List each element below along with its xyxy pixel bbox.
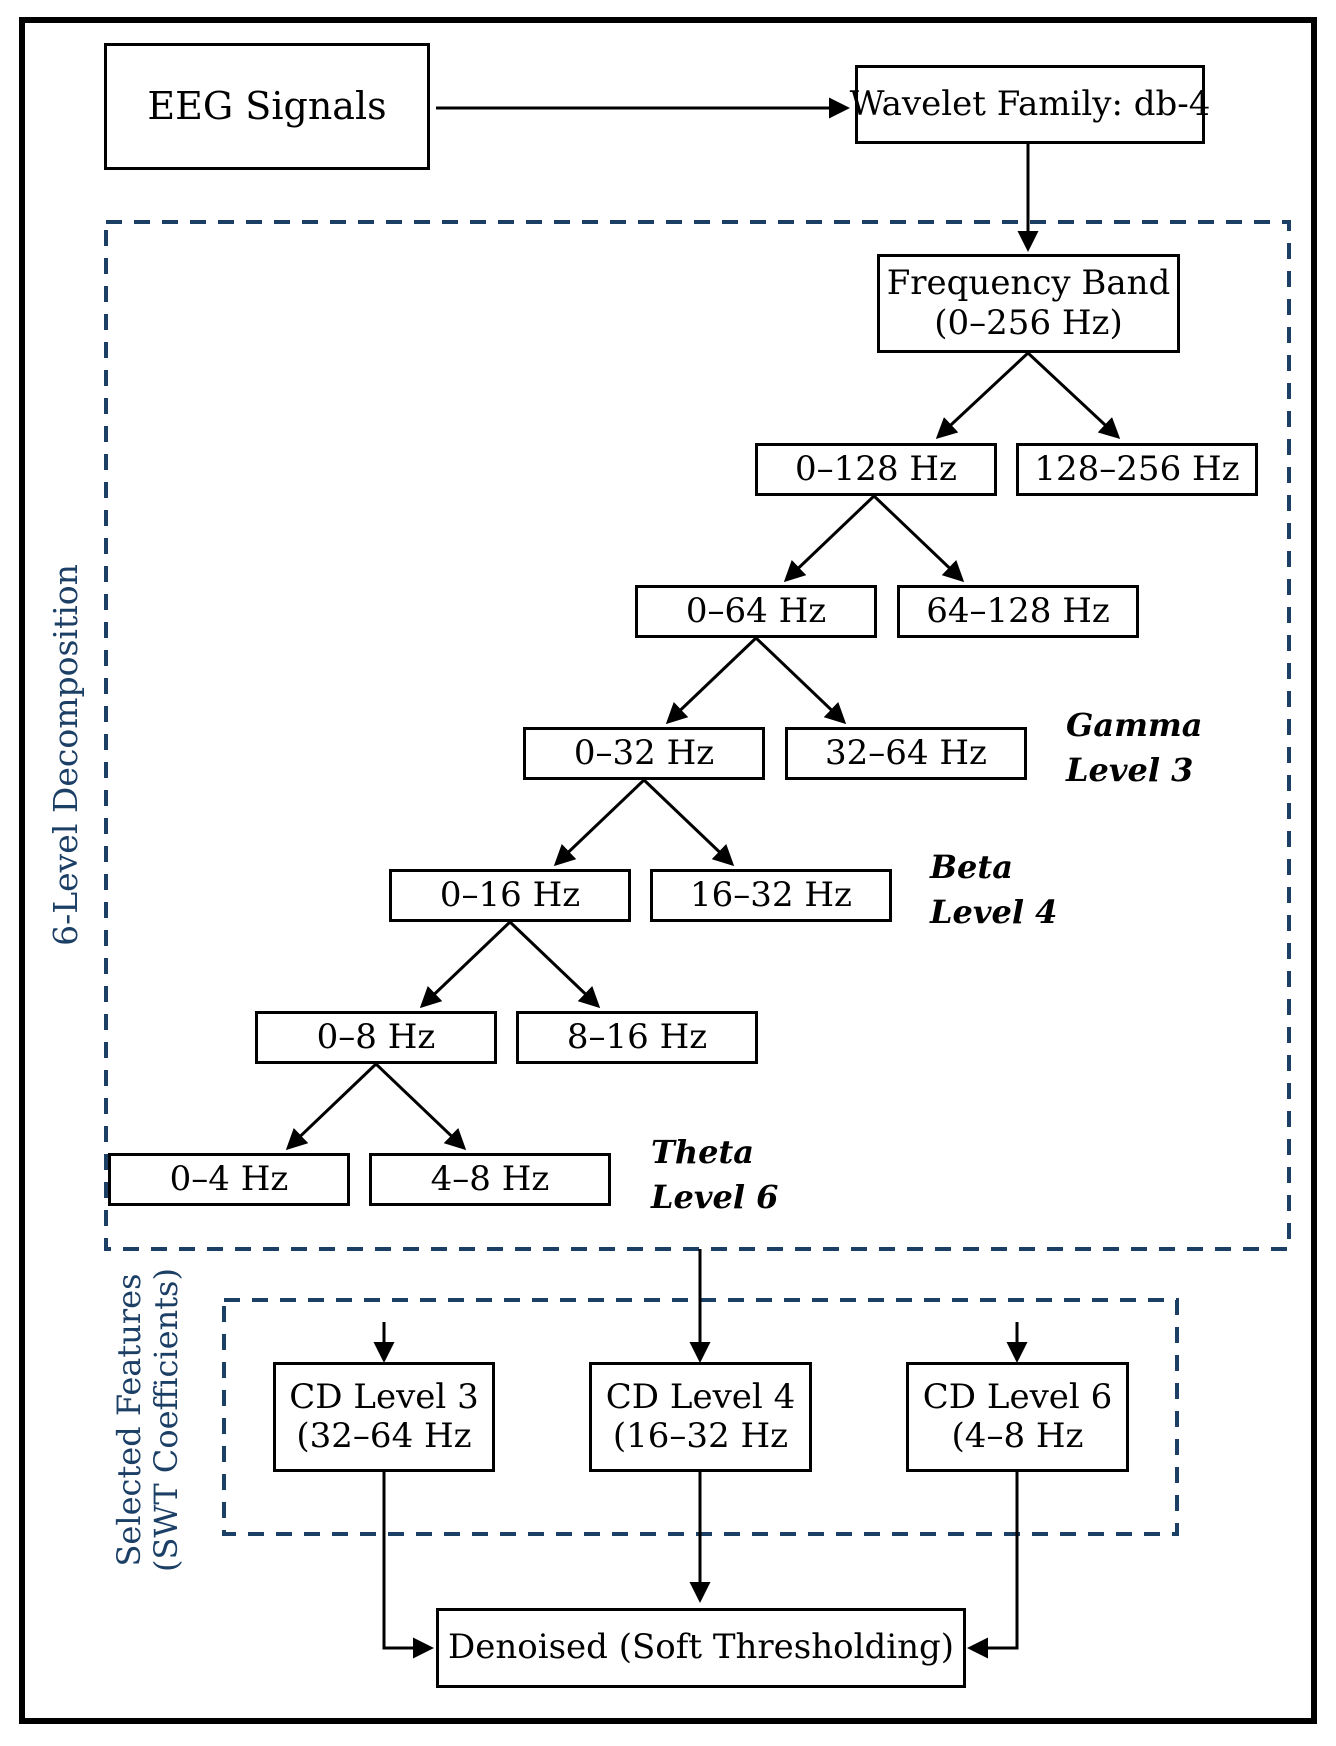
band-box-l4-low: 0–16 Hz bbox=[389, 869, 631, 922]
feature-cd3-line2: (32–64 Hz bbox=[296, 1416, 472, 1456]
arrow-l4-to-l5-high bbox=[508, 920, 601, 1009]
decomposition-group-border bbox=[104, 220, 1291, 1251]
denoised-output-label: Denoised (Soft Thresholding) bbox=[447, 1627, 955, 1668]
band-label-l4-low: 0–16 Hz bbox=[439, 874, 581, 915]
level-4-annotation: Beta Level 4 bbox=[930, 845, 1057, 935]
band-label-l5-low: 0–8 Hz bbox=[316, 1016, 436, 1057]
band-box-l6-high: 4–8 Hz bbox=[369, 1153, 611, 1206]
arrow-cd3-to-output bbox=[382, 1472, 434, 1659]
feature-box-cd4: CD Level 4 (16–32 Hz bbox=[589, 1362, 812, 1472]
theta-band-name: Theta bbox=[651, 1133, 754, 1171]
band-label-l2-low: 0–64 Hz bbox=[685, 590, 827, 631]
arrow-cd6-to-output bbox=[967, 1472, 1019, 1659]
denoised-output-box: Denoised (Soft Thresholding) bbox=[436, 1608, 966, 1688]
arrow-l5-to-l6-low bbox=[285, 1062, 378, 1151]
features-group-label: Selected Features (SWT Coefficients) bbox=[110, 1268, 185, 1572]
eeg-signals-box: EEG Signals bbox=[104, 43, 430, 170]
features-group-label-line2: (SWT Coefficients) bbox=[147, 1268, 185, 1572]
band-label-l1-low: 0–128 Hz bbox=[795, 448, 957, 489]
features-group-label-line1: Selected Features bbox=[110, 1273, 149, 1567]
gamma-band-name: Gamma bbox=[1066, 706, 1203, 744]
band-box-l1-low: 0–128 Hz bbox=[755, 443, 997, 496]
band-box-l5-low: 0–8 Hz bbox=[255, 1011, 497, 1064]
band-label-l3-low: 0–32 Hz bbox=[573, 732, 715, 773]
arrow-l1-to-l2-low bbox=[783, 494, 876, 583]
feature-box-cd6: CD Level 6 (4–8 Hz bbox=[906, 1362, 1129, 1472]
band-box-l3-high: 32–64 Hz bbox=[785, 727, 1027, 780]
root-band-line2: (0–256 Hz) bbox=[934, 302, 1123, 343]
theta-level-name: Level 6 bbox=[651, 1177, 779, 1216]
feature-cd4-line2: (16–32 Hz bbox=[612, 1416, 789, 1456]
arrow-l1-to-l2-high bbox=[872, 494, 965, 583]
feature-cd6-line2: (4–8 Hz bbox=[951, 1416, 1084, 1456]
feature-box-cd3: CD Level 3 (32–64 Hz bbox=[273, 1362, 495, 1472]
eeg-signals-label: EEG Signals bbox=[147, 83, 387, 128]
band-box-l1-high: 128–256 Hz bbox=[1016, 443, 1258, 496]
band-label-l6-high: 4–8 Hz bbox=[430, 1158, 550, 1199]
figure-frame bbox=[19, 17, 1317, 1724]
band-box-l4-high: 16–32 Hz bbox=[650, 869, 892, 922]
feature-cd4-line1: CD Level 4 bbox=[605, 1376, 796, 1417]
decomposition-group-label: 6-Level Decomposition bbox=[46, 564, 86, 946]
band-box-l2-high: 64–128 Hz bbox=[897, 585, 1139, 638]
feature-cd6-line1: CD Level 6 bbox=[922, 1376, 1113, 1417]
band-label-l1-high: 128–256 Hz bbox=[1034, 448, 1240, 489]
arrow-l3-to-l4-high bbox=[642, 778, 735, 867]
band-label-l5-high: 8–16 Hz bbox=[566, 1016, 708, 1057]
wavelet-family-box: Wavelet Family: db-4 bbox=[850, 65, 1210, 144]
gamma-level-name: Level 3 bbox=[1066, 750, 1194, 789]
band-label-l4-high: 16–32 Hz bbox=[690, 874, 852, 915]
beta-band-name: Beta bbox=[930, 848, 1013, 886]
decomposition-group-label-text: 6-Level Decomposition bbox=[46, 564, 86, 946]
arrow-l5-to-l6-high bbox=[374, 1062, 467, 1151]
band-label-l2-high: 64–128 Hz bbox=[926, 590, 1110, 631]
arrow-l3-to-l4-low bbox=[553, 778, 646, 867]
level-3-annotation: Gamma Level 3 bbox=[1066, 703, 1203, 793]
band-box-l2-low: 0–64 Hz bbox=[635, 585, 877, 638]
feature-cd3-line1: CD Level 3 bbox=[289, 1376, 479, 1417]
band-box-l6-low: 0–4 Hz bbox=[108, 1153, 350, 1206]
band-label-l6-low: 0–4 Hz bbox=[169, 1158, 289, 1199]
level-6-annotation: Theta Level 6 bbox=[651, 1130, 778, 1220]
root-band-line1: Frequency Band bbox=[886, 263, 1171, 304]
root-band-box: Frequency Band (0–256 Hz) bbox=[877, 254, 1180, 353]
arrow-root-to-l1-high bbox=[1026, 351, 1121, 440]
wavelet-family-label: Wavelet Family: db-4 bbox=[849, 83, 1211, 124]
band-box-l3-low: 0–32 Hz bbox=[523, 727, 765, 780]
beta-level-name: Level 4 bbox=[930, 892, 1058, 931]
arrow-root-to-l1-low bbox=[935, 351, 1030, 440]
arrow-l4-to-l5-low bbox=[419, 920, 512, 1009]
arrow-l2-to-l3-low bbox=[665, 636, 758, 725]
band-label-l3-high: 32–64 Hz bbox=[825, 732, 987, 773]
arrow-l2-to-l3-high bbox=[754, 636, 847, 725]
band-box-l5-high: 8–16 Hz bbox=[516, 1011, 758, 1064]
